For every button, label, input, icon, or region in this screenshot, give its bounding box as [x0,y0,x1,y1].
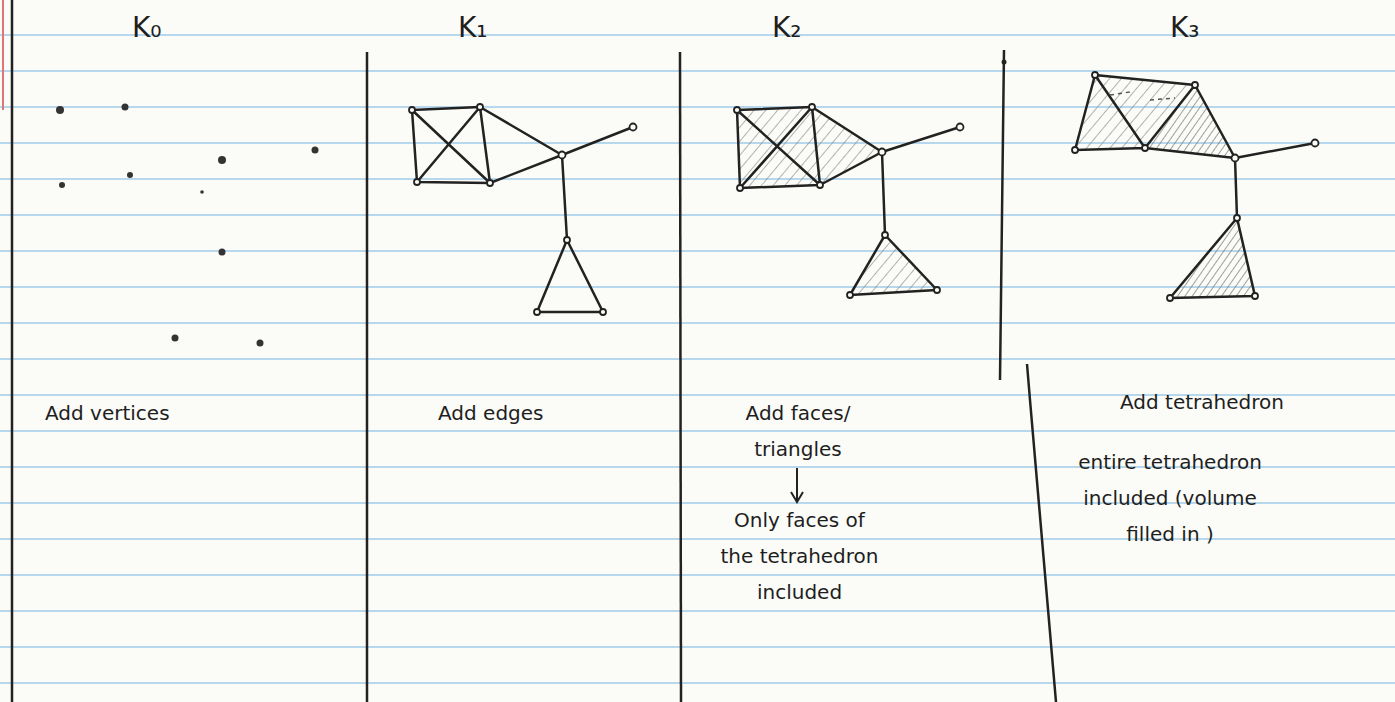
filled-face [1170,218,1255,298]
down-arrow [791,468,803,502]
step-note: Add vertices [45,395,170,431]
vertex [559,152,566,159]
ruled-line [0,682,1395,684]
complex-edges [1075,75,1315,298]
vertex [817,182,823,188]
ruled-lines [0,35,1395,683]
vertex [630,124,637,131]
vertex [219,249,226,256]
vertex [200,190,204,194]
vertex [477,104,483,110]
vertex [600,309,606,315]
vertex [172,335,179,342]
step-note: entire tetrahedron included (volume fill… [1070,444,1270,552]
pen-dot [1002,60,1007,65]
ruled-line [0,358,1395,360]
complex-label: K₁ [458,10,488,46]
ruled-line [0,178,1395,180]
vertex [882,232,888,238]
ruled-line [0,250,1395,252]
ruled-line [0,646,1395,648]
vertex [1072,147,1078,153]
step-note: Add tetrahedron [1120,384,1284,420]
ruled-line [0,70,1395,72]
complex-label: K₀ [132,10,162,46]
vertex [847,292,853,298]
vertex [127,172,133,178]
vertex [218,156,226,164]
hidden-edge [1110,92,1175,100]
red-margin [2,0,4,110]
vertex [1167,295,1173,301]
vertex [934,287,940,293]
vertex [409,107,415,113]
ruled-line [0,322,1395,324]
vertex [1252,293,1258,299]
vertex [564,237,570,243]
column-divider [1000,50,1056,702]
vertex [56,106,64,114]
vertex [534,309,540,315]
vertex [809,104,815,110]
step-note: Add edges [438,395,544,431]
k1-complex [409,104,637,315]
vertex [879,149,886,156]
vertex [1234,215,1240,221]
filled-volume [1145,85,1235,158]
vertex [734,107,740,113]
vertex-set [56,104,319,347]
column-divider [366,52,369,702]
ruled-line [0,574,1395,576]
ruled-line [0,430,1395,432]
vertex [122,104,129,111]
complex-edges [737,107,960,295]
vertex [414,179,420,185]
margin-line [11,0,14,702]
vertex [257,340,264,347]
ruled-line [0,214,1395,216]
complex-label: K₃ [1170,10,1200,46]
k3-complex [1072,72,1319,301]
vertex [487,180,493,186]
vertex [1192,82,1198,88]
ruled-line [0,610,1395,612]
vertex [1142,145,1148,151]
step-note: Add faces/ triangles [728,395,868,467]
column-divider [680,52,681,702]
complex-label: K₂ [772,10,802,46]
vertex [737,185,743,191]
vertex [957,124,964,131]
step-note: Only faces of the tetrahedron included [718,502,881,610]
vertex [312,147,319,154]
vertex [1232,155,1239,162]
vertex [59,182,65,188]
graph-edges [412,107,633,312]
vertex [1312,140,1319,147]
vertex [1092,72,1098,78]
